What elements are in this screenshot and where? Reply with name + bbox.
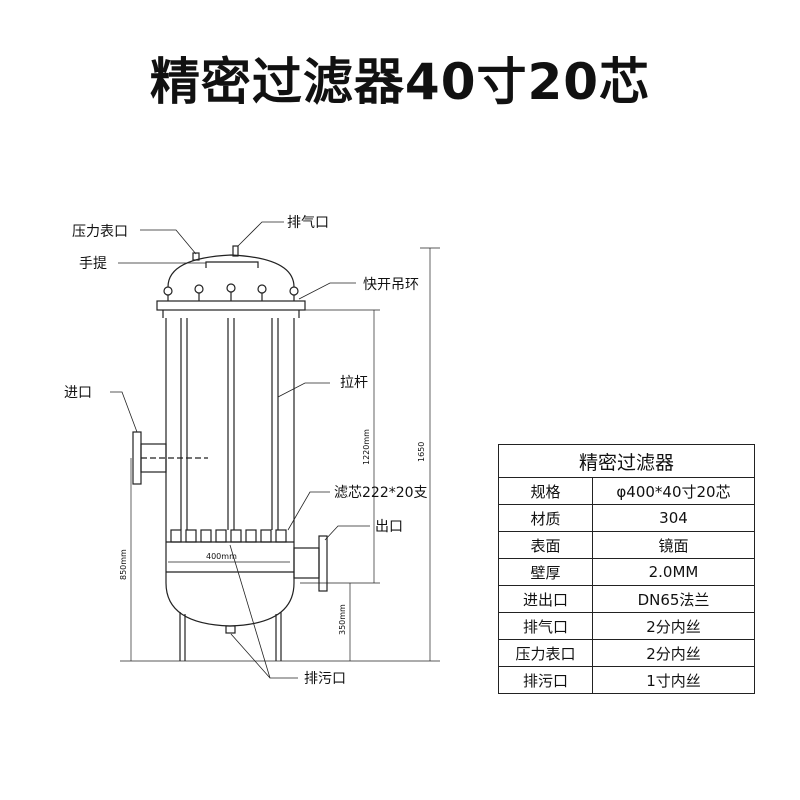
spec-value: 1寸内丝 <box>592 666 755 694</box>
spec-row: 规格 φ400*40寸20芯 <box>498 477 755 505</box>
spec-row: 表面 镜面 <box>498 531 755 559</box>
inlet-nozzle <box>132 431 208 485</box>
dim-total-height: 1650 <box>417 442 426 462</box>
vent-pipe <box>232 245 239 257</box>
page-title: 精密过滤器40寸20芯 <box>149 53 651 111</box>
outlet-nozzle <box>293 535 328 592</box>
label-pull-rod: 拉杆 <box>340 375 368 391</box>
spec-row: 排污口 1寸内丝 <box>498 666 755 694</box>
label-handle: 手提 <box>79 256 107 272</box>
label-outlet: 出口 <box>375 519 403 535</box>
dim-diameter: 400mm <box>206 552 237 561</box>
top-flange <box>156 300 306 311</box>
eye-bolts <box>163 283 299 301</box>
spec-key: 规格 <box>498 477 593 505</box>
label-quick-open-ring: 快开吊环 <box>363 277 419 293</box>
spec-value: φ400*40寸20芯 <box>592 477 755 505</box>
spec-value: 2分内丝 <box>592 639 755 667</box>
dim-inlet-height: 850mm <box>119 549 128 580</box>
spec-row: 进出口 DN65法兰 <box>498 585 755 613</box>
spec-value: 304 <box>592 504 755 532</box>
spec-key: 进出口 <box>498 585 593 613</box>
spec-key: 排气口 <box>498 612 593 640</box>
label-vent-port: 排气口 <box>287 215 329 231</box>
spec-key: 表面 <box>498 531 593 559</box>
label-pressure-gauge-port: 压力表口 <box>72 224 128 240</box>
handle-bar <box>205 261 259 268</box>
spec-key: 材质 <box>498 504 593 532</box>
spec-value: 镜面 <box>592 531 755 559</box>
spec-table: 精密过滤器 规格 φ400*40寸20芯 材质 304 表面 镜面 壁厚 2.0… <box>498 444 755 694</box>
cartridge-sockets <box>170 529 287 543</box>
dim-leg-height: 350mm <box>338 604 347 635</box>
label-filter-cartridge: 滤芯222*20支 <box>334 485 428 501</box>
spec-row: 壁厚 2.0MM <box>498 558 755 586</box>
spec-table-header-row: 精密过滤器 <box>498 444 755 478</box>
spec-value: 2分内丝 <box>592 612 755 640</box>
spec-row: 压力表口 2分内丝 <box>498 639 755 667</box>
spec-key: 排污口 <box>498 666 593 694</box>
pressure-gauge-stub <box>192 252 200 261</box>
dim-cartridge-height: 1220mm <box>362 429 371 465</box>
spec-row: 材质 304 <box>498 504 755 532</box>
spec-row: 排气口 2分内丝 <box>498 612 755 640</box>
spec-key: 压力表口 <box>498 639 593 667</box>
spec-table-heading: 精密过滤器 <box>498 444 755 478</box>
spec-key: 壁厚 <box>498 558 593 586</box>
spec-value: DN65法兰 <box>592 585 755 613</box>
spec-value: 2.0MM <box>592 558 755 586</box>
top-dome <box>167 254 295 288</box>
label-drain-port: 排污口 <box>304 671 346 687</box>
drain-pipe <box>225 625 236 634</box>
label-inlet: 进口 <box>64 385 92 401</box>
